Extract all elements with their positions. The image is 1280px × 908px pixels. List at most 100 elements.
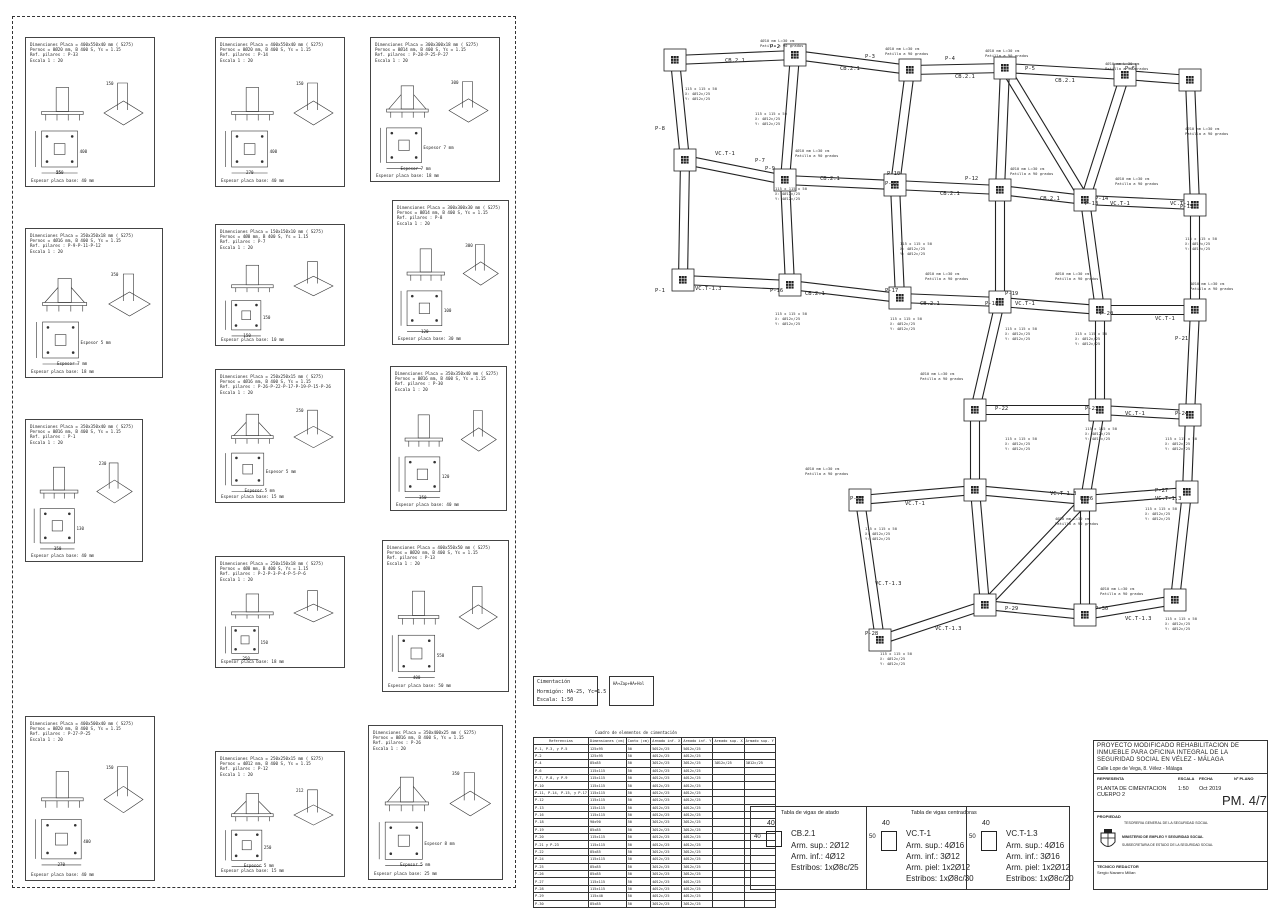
table-cell: 4Ø12c/25 — [681, 796, 714, 805]
table-cell: 4Ø12c/25 — [650, 833, 683, 842]
beam-label: CB.2.1 — [1040, 196, 1060, 202]
base-plate-detail: Dimensiones Placa = 350x350x40 mm ( S275… — [390, 366, 507, 511]
table-cell: 4Ø12c/25 — [650, 810, 683, 820]
beam-label: CB.2.1 — [920, 301, 940, 307]
table-cell: 4Ø12c/25 — [681, 773, 714, 783]
plate-dimension: 300 — [465, 242, 473, 248]
plate-dimension: 130 — [76, 525, 85, 531]
plate-dimension: 150 — [243, 332, 251, 338]
table-cell: 3Ø12c/25 — [681, 825, 714, 835]
footing-annotation: Y: 4Ø12c/25 — [755, 121, 780, 126]
column-label: P-5 — [1025, 66, 1035, 72]
column-label: P-1 — [655, 288, 665, 294]
table-header: Dimensiones (cm) — [587, 736, 627, 746]
footing-annotation: X: 4Ø12c/25 — [1005, 441, 1030, 446]
fecha-value: Oct 2019 — [1199, 786, 1222, 792]
footing-annotation: X: 4Ø12c/25 — [775, 191, 800, 196]
section-width: 40 — [882, 820, 890, 827]
table-cell: 3Ø12c/25 — [650, 862, 683, 872]
table-cell: P-11, P-14, P-15, y P-17 — [533, 788, 589, 798]
plate-dimension: 150 — [106, 81, 114, 86]
legend-symbol-text: HA+Zap+HA+Hol — [613, 681, 645, 686]
table-cell: 3Ø12c/25 — [681, 759, 714, 768]
table-cell: 115x115 — [587, 788, 627, 798]
table-cell — [712, 803, 745, 812]
base-plate-detail: Dimensiones Placa = 350x350x18 mm ( S275… — [25, 228, 163, 378]
stirrup-annotation: 4Ø10 mm L=30 cm — [925, 271, 960, 276]
beam-label: CB.2.1 — [840, 66, 860, 72]
table-cell — [743, 744, 776, 753]
table-cell: 50 — [625, 810, 652, 820]
table-cell: 50 — [625, 847, 652, 857]
table-cell: 4Ø12c/25 — [681, 766, 714, 775]
table-cell: 3Ø12c/25 — [650, 759, 683, 768]
footing-annotation: 115 x 115 x 50 — [1005, 436, 1038, 441]
footing-annotation: Y: 4Ø12c/25 — [890, 326, 915, 331]
footing-annotation: Y: 4Ø12c/25 — [775, 321, 800, 326]
table-cell — [712, 892, 745, 901]
beam-section-icon — [881, 831, 897, 851]
plate-thickness: Espesor placa base: 40 mm — [221, 177, 285, 183]
column-label: P-26 — [1080, 496, 1093, 502]
legend-symbol-box: HA+Zap+HA+Hol — [609, 676, 654, 706]
table-cell: P-22 — [533, 847, 589, 857]
base-plate-drawing — [380, 81, 489, 169]
beam-label: VC.T-1 — [1125, 411, 1145, 417]
plate-spec-text: Dimensiones Placa = 400x550x40 mm ( S275… — [30, 42, 134, 63]
plate-thickness: Espesor placa base: 15 mm — [221, 867, 285, 873]
footing-annotation: X: 4Ø12c/25 — [1005, 331, 1030, 336]
table-cell: P-25 — [533, 862, 589, 872]
table-cell: 85x85 — [587, 847, 627, 857]
plate-dimension: Espesor 5 mm — [80, 340, 111, 345]
table-cell — [712, 862, 745, 872]
project-address: Calle Lope de Vega, 8. Vélez - Málaga — [1097, 766, 1183, 772]
plate-dimension: 400 — [79, 149, 88, 154]
table-cell: 50 — [625, 788, 652, 798]
base-plate-detail: Dimensiones Placa = 300x300x30 mm ( S275… — [392, 200, 509, 345]
base-plate-drawing — [391, 586, 498, 679]
tecnico-label: TECNICO REDACTOR — [1097, 864, 1139, 869]
table-cell: 3Ø12c/25 — [650, 825, 683, 835]
footing-annotation: Y: 4Ø12c/25 — [1165, 446, 1190, 451]
table-cell: 3Ø12c/25 — [681, 870, 714, 879]
footing-annotation: 115 x 115 x 50 — [880, 651, 913, 656]
footing-annotation: Y: 4Ø12c/25 — [880, 661, 905, 666]
table-cell: P-18 — [533, 818, 589, 827]
table-cell: 5Ø12c/25 — [681, 744, 714, 753]
table-cell — [743, 766, 776, 775]
base-plate-detail: Dimensiones Placa = 300x300x18 mm ( S275… — [370, 37, 500, 182]
table-cell: 4Ø12c/25 — [681, 751, 714, 761]
coat-of-arms-icon — [1100, 829, 1116, 847]
table-cell: 115x115 — [587, 796, 627, 805]
table-cell — [712, 870, 745, 879]
table-cell — [743, 788, 776, 798]
plate-thickness: Espesor placa base: 25 mm — [374, 870, 438, 876]
plate-dimension: 350 — [53, 545, 62, 551]
plate-dimension: 350 — [418, 494, 427, 500]
column-label: P-29 — [1005, 606, 1018, 612]
column-label: P-30 — [1095, 606, 1108, 612]
beam-label: CB.2.1 — [725, 58, 745, 64]
beam-label: VC.T-1 — [1155, 316, 1175, 322]
stirrup-annotation: Patilla a 90 grados — [985, 53, 1028, 58]
base-plate-detail: Dimensiones Placa = 250x250x15 mm ( S275… — [215, 369, 345, 503]
column-label: P-27 — [1155, 488, 1168, 494]
beam-label: VC.T-1.3 — [1155, 496, 1182, 502]
cimentacion-legend: Cimentación Hormigón: HA-25, Yc=1.5 Esca… — [533, 676, 606, 706]
plate-dimension: 25 — [56, 170, 62, 175]
table-cell: P-13 — [533, 803, 589, 812]
plate-thickness: Espesor placa base: 30 mm — [398, 335, 462, 341]
table-cell — [712, 825, 745, 835]
table-cell: P-4 — [533, 759, 589, 768]
elements-table-box: Cuadro de elementos de cimentación Refer… — [533, 730, 776, 908]
table-cell: 4Ø12c/25 — [681, 833, 714, 842]
plate-dimension: 270 — [57, 861, 66, 867]
